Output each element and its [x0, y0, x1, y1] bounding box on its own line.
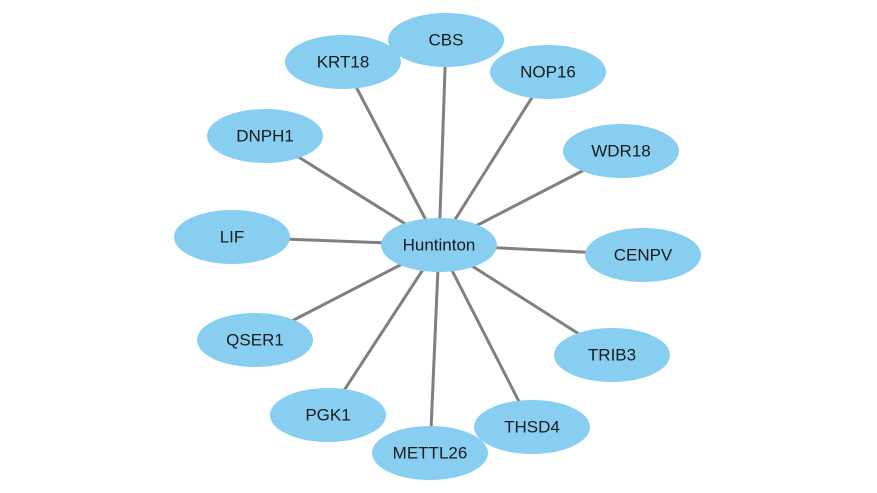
node-cbs: CBS: [388, 13, 504, 67]
node-label-thsd4: THSD4: [504, 418, 560, 437]
edge-hub-nop16: [437, 70, 550, 247]
node-ellipse-krt18: [285, 35, 401, 89]
edge-hub-cbs: [437, 38, 448, 247]
node-ellipse-mettl26: [372, 426, 488, 480]
node-label-trib3: TRIB3: [588, 346, 636, 365]
node-label-nop16: NOP16: [520, 63, 576, 82]
node-hub: Huntinton: [381, 218, 497, 272]
node-label-cbs: CBS: [429, 31, 464, 50]
node-label-dnph1: DNPH1: [236, 127, 294, 146]
node-label-krt18: KRT18: [317, 53, 370, 72]
edge-hub-mettl26: [428, 243, 441, 455]
node-nop16: NOP16: [490, 45, 606, 99]
node-cenpv: CENPV: [585, 228, 701, 282]
node-label-lif: LIF: [220, 228, 245, 247]
node-ellipse-thsd4: [474, 400, 590, 454]
node-ellipse-qser1: [197, 313, 313, 367]
node-trib3: TRIB3: [554, 328, 670, 382]
node-label-mettl26: METTL26: [393, 444, 468, 463]
node-label-qser1: QSER1: [226, 331, 284, 350]
node-krt18: KRT18: [285, 35, 401, 89]
node-ellipse-hub: [381, 218, 497, 272]
node-pgk1: PGK1: [270, 388, 386, 442]
node-lif: LIF: [174, 210, 290, 264]
node-label-pgk1: PGK1: [305, 406, 350, 425]
node-wdr18: WDR18: [563, 124, 679, 178]
node-ellipse-dnph1: [207, 109, 323, 163]
edge-hub-krt18: [341, 60, 441, 247]
node-ellipse-cenpv: [585, 228, 701, 282]
edge-hub-pgk1: [326, 243, 441, 417]
node-label-cenpv: CENPV: [614, 246, 673, 265]
node-ellipse-nop16: [490, 45, 606, 99]
node-ellipse-pgk1: [270, 388, 386, 442]
node-qser1: QSER1: [197, 313, 313, 367]
node-label-wdr18: WDR18: [591, 142, 651, 161]
node-ellipse-wdr18: [563, 124, 679, 178]
node-mettl26: METTL26: [372, 426, 488, 480]
edge-hub-thsd4: [437, 243, 534, 429]
node-ellipse-lif: [174, 210, 290, 264]
node-thsd4: THSD4: [474, 400, 590, 454]
node-ellipse-cbs: [388, 13, 504, 67]
node-label-hub: Huntinton: [403, 236, 476, 255]
node-ellipse-trib3: [554, 328, 670, 382]
node-dnph1: DNPH1: [207, 109, 323, 163]
